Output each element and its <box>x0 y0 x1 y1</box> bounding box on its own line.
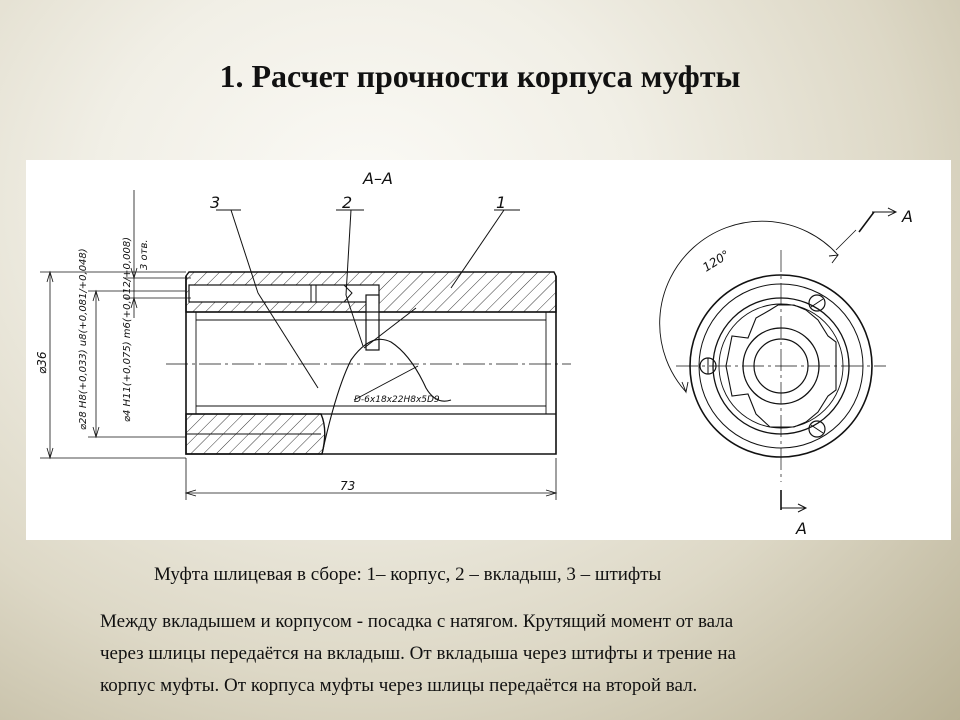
sleeve-section-view <box>166 271 571 455</box>
dim-pin-diameter: ⌀4 H11(+0,075) m6(+0,012/+0,008) <box>122 237 133 422</box>
technical-drawing: А–А <box>26 160 951 540</box>
angle-label: 120° <box>700 247 732 274</box>
dim-inner-diameter: ⌀28 H8(+0,033) u8(+0,081/+0,048) <box>78 248 89 430</box>
section-label: А–А <box>362 169 393 188</box>
dim-length: 73 <box>340 479 355 493</box>
dim-holes-count: 3 отв. <box>139 239 150 270</box>
length-dimension <box>184 458 558 500</box>
description-line-3: корпус муфты. От корпуса муфты через шли… <box>100 675 698 696</box>
description-line-2: через шлицы передаётся на вкладыш. От вк… <box>100 643 736 664</box>
end-view <box>659 220 886 482</box>
part-label-1: 1 <box>496 193 506 212</box>
drawing-svg: А–А <box>35 169 913 538</box>
diameter-dimensions <box>40 190 191 460</box>
dim-outer-diameter: ⌀36 <box>35 351 49 374</box>
figure-caption: Муфта шлицевая в сборе: 1– корпус, 2 – в… <box>154 564 662 585</box>
description-text: Между вкладышем и корпусом - посадка с н… <box>100 606 920 702</box>
description-line-1: Между вкладышем и корпусом - посадка с н… <box>100 611 734 632</box>
section-marks <box>780 207 898 513</box>
section-mark-top: А <box>901 207 913 226</box>
part-leaders <box>216 209 520 389</box>
part-label-3: 3 <box>210 193 220 212</box>
part-label-2: 2 <box>342 193 352 212</box>
section-mark-bottom: А <box>795 519 807 538</box>
slide-title: 1. Расчет прочности корпуса муфты <box>219 58 741 94</box>
spline-spec: D-6x18x22H8x5D9 <box>354 395 440 405</box>
